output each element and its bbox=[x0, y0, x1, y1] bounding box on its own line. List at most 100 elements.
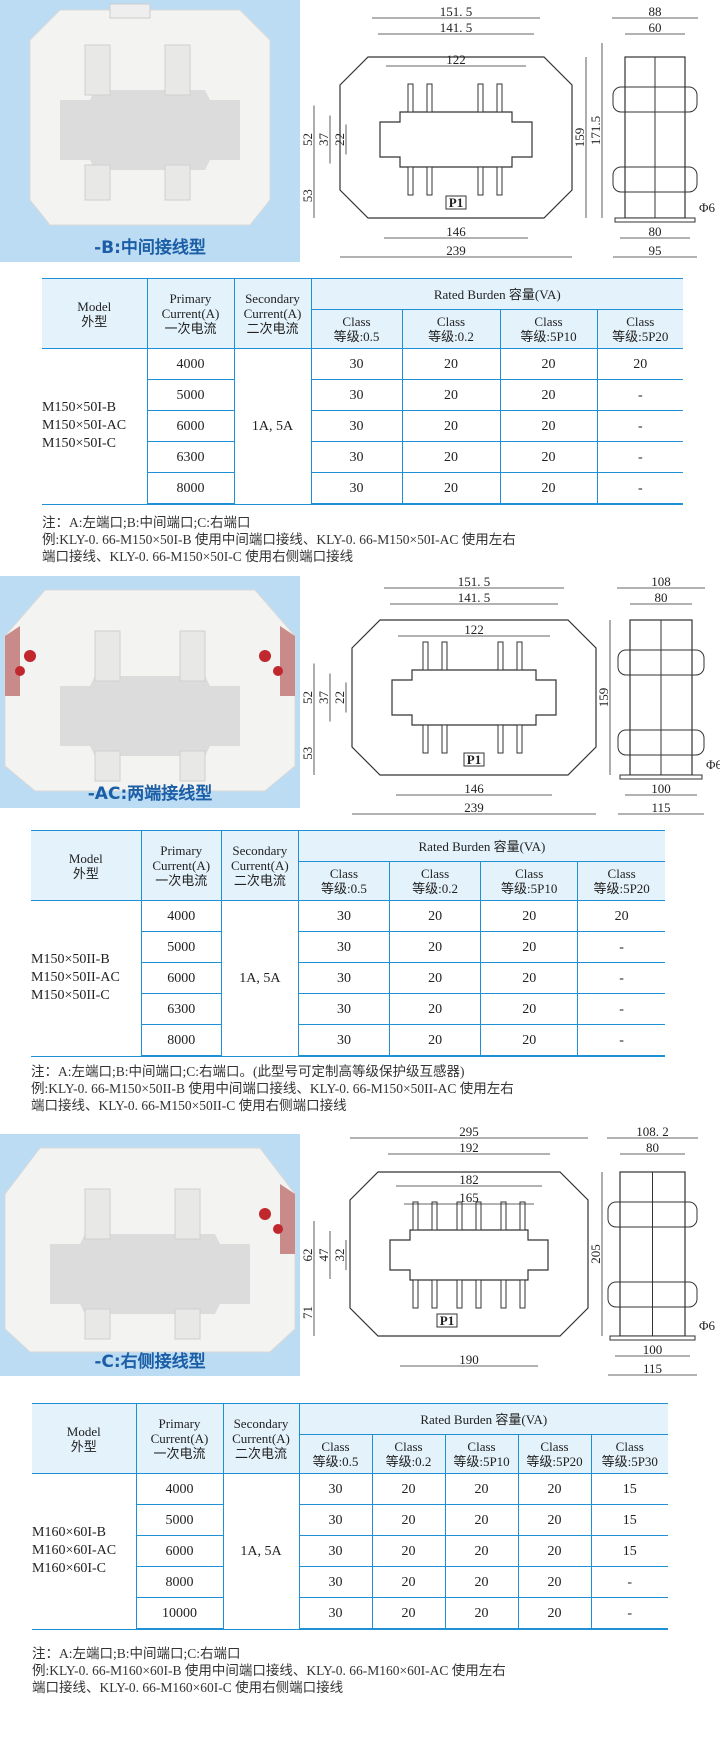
burden-value-cell: 20 bbox=[499, 379, 598, 411]
burden-value-cell: 30 bbox=[298, 1473, 373, 1505]
dimension-label: 32 bbox=[332, 1249, 347, 1262]
burden-value-cell: 20 bbox=[371, 1566, 446, 1598]
burden-value-cell: 20 bbox=[388, 962, 482, 994]
dimension-label: 60 bbox=[649, 20, 662, 35]
primary-current-cell: 6000 bbox=[140, 962, 222, 994]
terminal-icon bbox=[475, 1201, 482, 1231]
terminal-icon bbox=[475, 1279, 482, 1309]
side-view-flange bbox=[617, 729, 705, 756]
dimension-label: 95 bbox=[649, 243, 662, 258]
transformer-image bbox=[4, 589, 296, 792]
burden-value-cell: 20 bbox=[480, 962, 579, 994]
terminal-mark: P1 bbox=[449, 195, 463, 210]
note-line: 端口接线、KLY-0. 66-M160×60I-C 使用右侧端口接线 bbox=[32, 1680, 344, 1695]
burden-value-cell: 20 bbox=[480, 931, 579, 963]
secondary-current-cell: 1A, 5A bbox=[220, 900, 299, 1057]
terminal-icon bbox=[519, 1201, 526, 1231]
notes-c: 注：A:左端口;B:中间端口;C:右端口例:KLY-0. 66-M160×60I… bbox=[32, 1645, 506, 1696]
terminal-icon bbox=[412, 1279, 419, 1309]
burden-value-cell: 20 bbox=[444, 1473, 519, 1505]
burden-value-cell: 30 bbox=[310, 441, 403, 473]
burden-value-cell: 30 bbox=[298, 1504, 373, 1536]
dimension-label: 80 bbox=[646, 1140, 659, 1155]
burden-value-cell: 30 bbox=[298, 1597, 373, 1630]
side-view-flange bbox=[607, 1281, 698, 1308]
terminal-icon bbox=[441, 724, 448, 754]
dimension-label: 141. 5 bbox=[458, 590, 491, 605]
primary-current-cell: 5000 bbox=[140, 931, 222, 963]
window-outline bbox=[391, 669, 557, 726]
terminal-icon bbox=[422, 641, 429, 671]
burden-value-cell: - bbox=[596, 441, 684, 473]
product-photo-ac: -AC:两端接线型 bbox=[0, 576, 300, 808]
dimension-label: 239 bbox=[464, 800, 484, 815]
burden-value-cell: 20 bbox=[517, 1597, 592, 1630]
header-rated-burden: Rated Burden 容量(VA) bbox=[298, 1403, 669, 1435]
burden-value-cell: 20 bbox=[401, 472, 501, 505]
burden-value-cell: 20 bbox=[517, 1566, 592, 1598]
burden-value-cell: 20 bbox=[517, 1504, 592, 1536]
burden-value-cell: - bbox=[590, 1597, 669, 1630]
terminal-icon bbox=[500, 1279, 507, 1309]
dimension-label: 122 bbox=[446, 52, 466, 67]
terminal-icon bbox=[422, 724, 429, 754]
dimension-label: 80 bbox=[649, 224, 662, 239]
terminal-icon bbox=[412, 1201, 419, 1231]
window-outline bbox=[389, 1229, 549, 1281]
dimension-label: 108 bbox=[651, 574, 671, 589]
dimension-label: 71 bbox=[300, 1306, 315, 1319]
burden-value-cell: 30 bbox=[297, 993, 391, 1025]
hole-diameter-label: Φ6 bbox=[699, 1318, 716, 1333]
burden-value-cell: 30 bbox=[310, 410, 403, 442]
burden-value-cell: 20 bbox=[371, 1504, 446, 1536]
terminal-icon bbox=[516, 641, 523, 671]
burden-value-cell: 20 bbox=[388, 993, 482, 1025]
terminal-icon bbox=[477, 83, 484, 113]
burden-value-cell: 15 bbox=[590, 1535, 669, 1567]
burden-value-cell: 20 bbox=[499, 441, 598, 473]
dimension-label: 108. 2 bbox=[636, 1124, 669, 1139]
dimension-label: 100 bbox=[643, 1342, 663, 1357]
burden-value-cell: 30 bbox=[297, 962, 391, 994]
section-title: -C:右侧接线型 bbox=[94, 1352, 206, 1372]
secondary-current-cell: 1A, 5A bbox=[233, 348, 312, 505]
product-photo-c: -C:右侧接线型 bbox=[0, 1134, 300, 1376]
burden-value-cell: - bbox=[577, 1024, 665, 1057]
burden-value-cell: 20 bbox=[480, 1024, 579, 1057]
hole-diameter-label: Φ6 bbox=[706, 757, 720, 772]
dimension-label: 88 bbox=[649, 4, 662, 19]
burden-value-cell: 20 bbox=[371, 1535, 446, 1567]
burden-value-cell: 20 bbox=[480, 993, 579, 1025]
product-photo-b: -B:中间接线型 bbox=[0, 0, 300, 262]
note-line: 端口接线、KLY-0. 66-M150×50I-C 使用右侧端口接线 bbox=[42, 549, 354, 564]
terminal-icon bbox=[456, 1201, 463, 1231]
note-line: 注：A:左端口;B:中间端口;C:右端口 bbox=[42, 515, 251, 530]
side-view-base bbox=[609, 1335, 696, 1341]
